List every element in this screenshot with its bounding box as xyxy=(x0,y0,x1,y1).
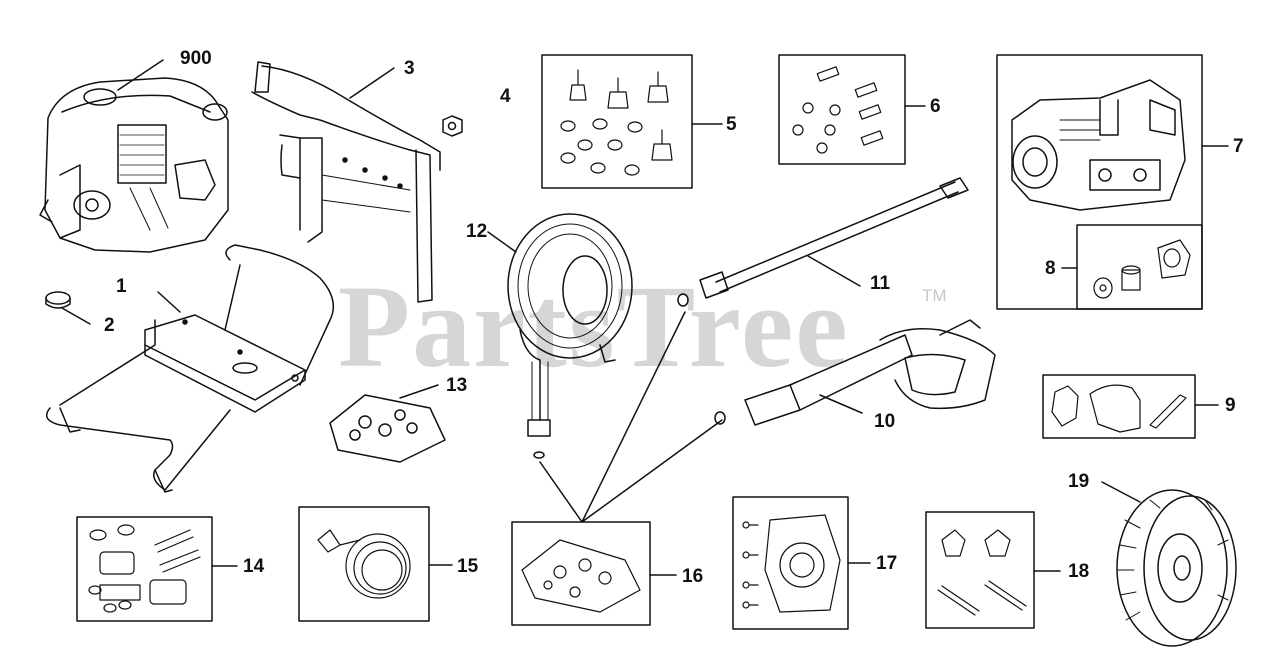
engine-drawing xyxy=(39,77,229,253)
pump-drawing xyxy=(1011,79,1186,211)
callout-5: 5 xyxy=(726,114,737,135)
leader-1 xyxy=(157,291,181,313)
callout-3: 3 xyxy=(404,58,415,79)
small-parts-bag-drawing xyxy=(329,394,446,463)
leader-900 xyxy=(117,59,164,91)
callout-2: 2 xyxy=(104,315,115,336)
box-6 xyxy=(778,54,906,165)
wheel-drawing xyxy=(1116,489,1237,647)
nut-drawing xyxy=(442,115,463,137)
seal-kit-drawing xyxy=(521,539,641,613)
callout-9: 9 xyxy=(1225,395,1236,416)
leader-10 xyxy=(819,394,863,414)
bolt-kit-drawing xyxy=(792,66,884,154)
callout-7: 7 xyxy=(1233,136,1244,157)
knob-kit-drawing xyxy=(937,529,1027,616)
box-15 xyxy=(298,506,430,622)
gun-drawing xyxy=(714,319,996,426)
hose-line-kit-drawing xyxy=(317,529,411,599)
leader-3 xyxy=(349,67,395,99)
leader-19 xyxy=(1101,481,1141,503)
lance-drawing xyxy=(677,177,969,307)
callout-10: 10 xyxy=(874,411,896,432)
callout-17: 17 xyxy=(876,553,898,574)
callout-15: 15 xyxy=(457,556,479,577)
callout-4: 4 xyxy=(500,86,511,107)
leader-2 xyxy=(61,307,91,325)
callout-8: 8 xyxy=(1045,258,1056,279)
box-14 xyxy=(76,516,213,622)
callout-14: 14 xyxy=(243,556,265,577)
leader-12 xyxy=(487,231,517,253)
leader-16-group xyxy=(539,311,723,523)
mount-kit-drawing xyxy=(88,524,201,613)
box-5 xyxy=(541,54,693,189)
box-8 xyxy=(1076,224,1203,310)
box-7 xyxy=(996,54,1203,310)
valve-kit-drawing xyxy=(1093,239,1191,299)
callout-16: 16 xyxy=(682,566,704,587)
callout-13: 13 xyxy=(446,375,468,396)
leader-13 xyxy=(399,384,439,399)
feet-kit-drawing xyxy=(560,69,673,176)
bracket-kit-drawing xyxy=(1051,384,1187,433)
plate-kit-drawing xyxy=(742,514,841,613)
watermark-tm: TM xyxy=(922,286,947,305)
callout-900: 900 xyxy=(180,48,212,69)
hose-drawing xyxy=(507,213,633,459)
plug-drawing xyxy=(45,291,71,309)
box-16 xyxy=(511,521,651,626)
callout-6: 6 xyxy=(930,96,941,117)
callout-11: 11 xyxy=(870,273,891,294)
frame-drawing xyxy=(45,244,335,493)
callout-19: 19 xyxy=(1068,471,1090,492)
callout-18: 18 xyxy=(1068,561,1090,582)
box-18 xyxy=(925,511,1035,629)
callout-12: 12 xyxy=(466,221,488,242)
callout-1: 1 xyxy=(116,276,127,297)
box-9 xyxy=(1042,374,1196,439)
handle-drawing xyxy=(251,61,441,303)
watermark: PartsTree xyxy=(338,261,850,392)
leader-11 xyxy=(807,255,861,287)
